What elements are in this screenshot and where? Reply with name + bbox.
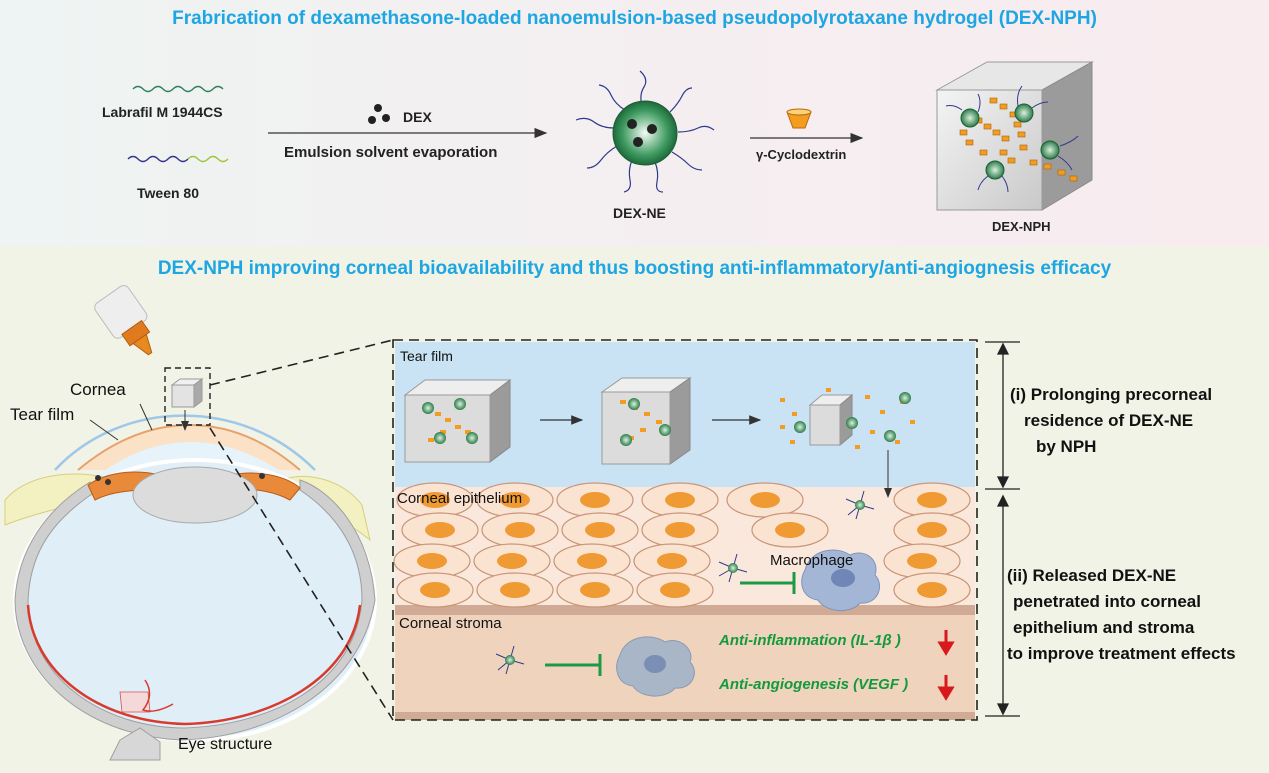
- labrafil-chain: [132, 85, 224, 93]
- dex-label: DEX: [403, 109, 432, 125]
- zoom-box: [392, 339, 978, 721]
- anti-angiogenesis-label: Anti-angiogenesis (VEGF ): [719, 676, 909, 693]
- macrophage-label: Macrophage: [770, 552, 854, 569]
- dex-nph-hydrogel-cube: [935, 61, 1094, 211]
- eye-drop-bottle: [94, 285, 153, 356]
- nph-cube-eroding: [600, 377, 692, 465]
- tween-chain: [127, 155, 189, 163]
- zoom-line-bottom: [209, 427, 394, 721]
- dex-ne-label: DEX-NE: [613, 205, 666, 221]
- cyclodextrin-label: γ-Cyclodextrin: [756, 147, 847, 162]
- labrafil-label: Labrafil M 1944CS: [102, 104, 223, 120]
- step-2-line-4: to improve treatment effects: [1007, 644, 1236, 663]
- corneal-stroma-label: Corneal stroma: [399, 615, 502, 632]
- step-1-line-1: (i) Prolonging precorneal: [1010, 385, 1213, 404]
- cyclodextrin-icon: [786, 108, 812, 129]
- cornea-label: Cornea: [70, 380, 126, 399]
- step-1-line-2: residence of DEX-NE: [1024, 411, 1194, 430]
- corneal-epithelium-label: Corneal epithelium: [397, 490, 523, 507]
- nph-cube-dissolved: [780, 388, 915, 449]
- zoom-line-top: [209, 339, 394, 386]
- step-bracket-arrows: [985, 341, 1020, 717]
- epithelial-nuclei: [417, 492, 947, 598]
- macrophage-icon: [801, 549, 880, 611]
- efficacy-title: DEX-NPH improving corneal bioavailabilit…: [157, 258, 1112, 279]
- emulsion-label: Emulsion solvent evaporation: [284, 144, 498, 161]
- step-1-line-3: by NPH: [1036, 437, 1097, 456]
- tear-film-eye-label: Tear film: [10, 405, 75, 424]
- tear-film-label: Tear film: [400, 348, 453, 364]
- dex-ne-particle: [575, 70, 715, 193]
- step-1-text: (i) Prolonging precorneal residence of D…: [1010, 382, 1212, 460]
- dex-ne-in-epithelium: [495, 490, 875, 675]
- anti-inflammation-label: Anti-inflammation (IL-1β ): [719, 632, 901, 649]
- step-2-text: (ii) Released DEX-NE penetrated into cor…: [1007, 563, 1236, 667]
- red-down-arrows: [937, 630, 955, 701]
- eye-structure-label: Eye structure: [178, 736, 273, 753]
- inhibition-markers: [545, 572, 796, 676]
- step-2-line-3: epithelium and stroma: [1013, 618, 1195, 637]
- tween-label: Tween 80: [137, 185, 199, 201]
- dex-nph-label: DEX-NPH: [992, 219, 1051, 234]
- fabrication-title: Frabrication of dexamethasone-loaded nan…: [172, 8, 1097, 29]
- eye-structure-illustration: [4, 367, 377, 761]
- step-2-line-1: (ii) Released DEX-NE: [1007, 566, 1177, 585]
- dex-dots-icon: [368, 104, 390, 124]
- macrophage-stroma-icon: [616, 636, 695, 697]
- step-2-line-2: penetrated into corneal: [1013, 592, 1201, 611]
- nph-cube-intact: [403, 379, 512, 463]
